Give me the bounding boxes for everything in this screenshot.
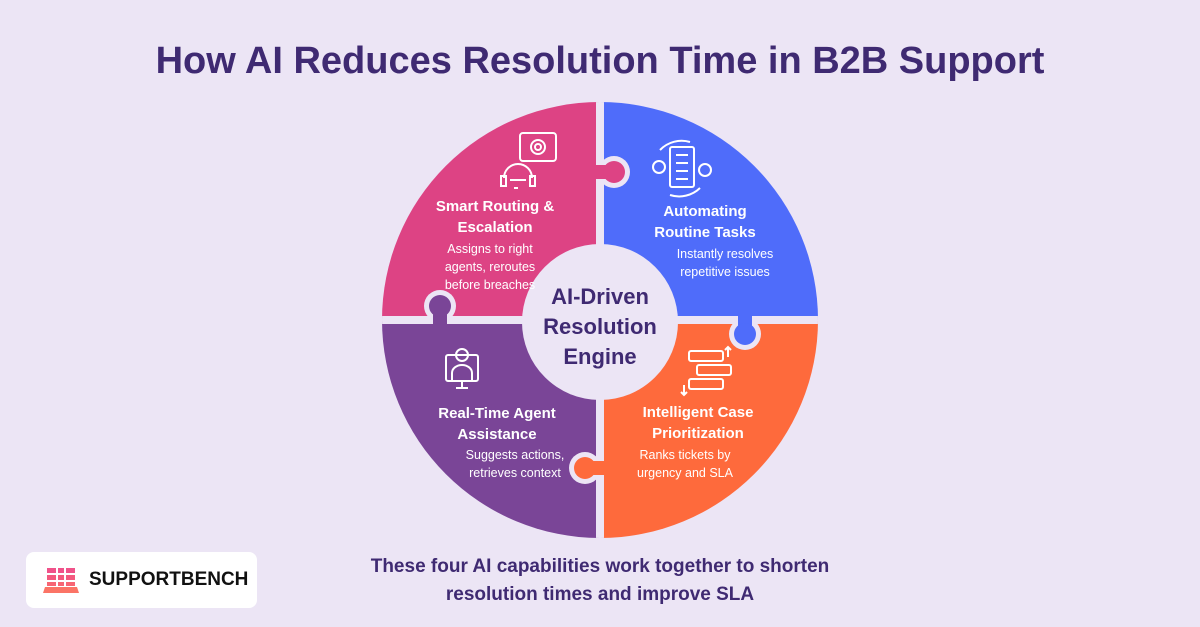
segment-desc-real-time: Suggests actions,retrieves context: [465, 448, 565, 480]
puzzle-knob-right: [729, 312, 761, 350]
ranked-messages-icon: [680, 345, 732, 397]
page-title: How AI Reduces Resolution Time in B2B Su…: [155, 40, 1045, 82]
footer-caption: These four AI capabilities work together…: [370, 556, 830, 605]
agent-monitor-icon: [445, 348, 479, 389]
segment-title-smart-routing: Smart Routing &Escalation: [435, 198, 555, 236]
checklist-cycle-icon: [652, 139, 712, 198]
puzzle-knob-top: [590, 156, 630, 188]
headset-gear-icon: [500, 132, 557, 189]
logo-text: SUPPORTBENCH: [89, 569, 249, 590]
puzzle-knob-left: [424, 290, 456, 328]
puzzle-knob-bottom: [569, 452, 610, 484]
supportbench-logo-icon: [43, 568, 79, 593]
supportbench-logo: SUPPORTBENCH: [26, 552, 257, 608]
center-hub: [522, 244, 678, 400]
